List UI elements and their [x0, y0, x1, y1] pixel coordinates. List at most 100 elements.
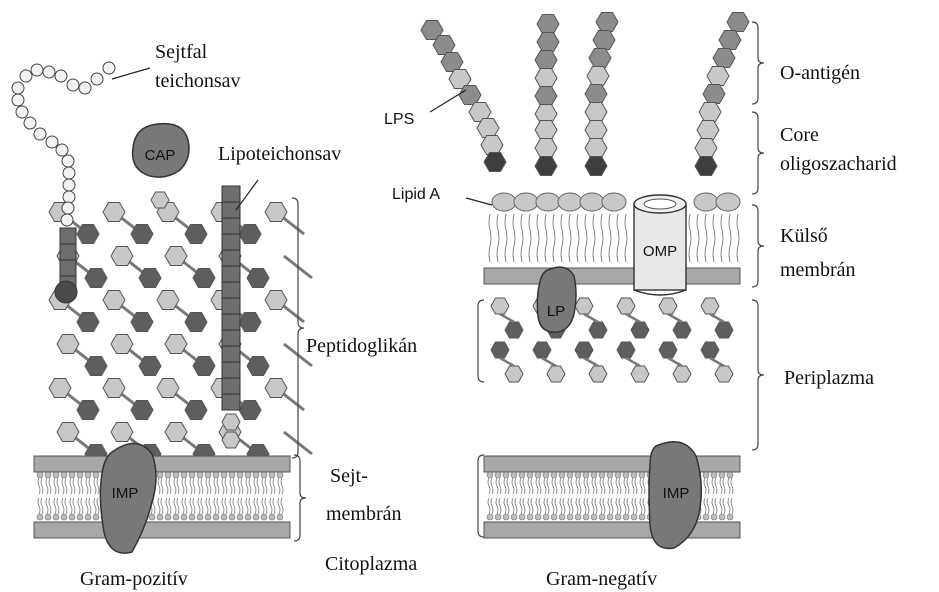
lipid: [591, 472, 597, 520]
lipoteichoic-segment: [222, 218, 240, 234]
periplasm-hexagon: [631, 322, 649, 338]
nam-hexagon: [165, 247, 187, 266]
lipid: [173, 472, 179, 520]
periplasm-hexagon: [547, 366, 565, 382]
periplasm-hexagon: [505, 366, 523, 382]
teichoic-bead: [79, 82, 91, 94]
lipid: [229, 472, 235, 520]
periplasm-link: [668, 314, 682, 322]
periplasm-hexagon: [505, 322, 523, 338]
lps-sugar: [707, 67, 729, 86]
lipid-tail: [577, 214, 579, 262]
lps-sugar: [441, 53, 463, 72]
nag-hexagon: [77, 401, 99, 420]
lps-sugar: [727, 13, 749, 32]
lipid: [527, 472, 533, 520]
lipid-a-head: [492, 193, 516, 211]
wall-teichoic-acid: [12, 62, 115, 303]
teichoic-bead: [24, 117, 36, 129]
lps-sugar: [585, 139, 607, 158]
lps-sugar: [699, 103, 721, 122]
lps-sugar: [535, 69, 557, 88]
lipoteichoic-anchor-hexagon: [222, 414, 240, 430]
nam-hexagon: [103, 203, 125, 222]
lipid: [639, 472, 645, 520]
periplasm-hexagon: [715, 366, 733, 382]
lipid: [727, 472, 733, 520]
nag-hexagon: [185, 313, 207, 332]
lipid-tail: [553, 214, 555, 262]
lipid: [53, 472, 59, 520]
lipid-a-head: [694, 193, 718, 211]
lipid: [503, 472, 509, 520]
lipid-tail: [617, 214, 619, 262]
nag-hexagon: [193, 269, 215, 288]
lipid: [711, 472, 717, 520]
nam-hexagon: [111, 423, 133, 442]
lipid: [93, 472, 99, 520]
gram-positive-cell-membrane: [34, 456, 290, 538]
teichoic-bead: [20, 70, 32, 82]
nag-hexagon: [77, 313, 99, 332]
periplasm-link: [584, 358, 598, 366]
lipid: [607, 472, 613, 520]
lipoteichoic-label: Lipoteichonsav: [218, 143, 341, 165]
nam-hexagon: [157, 379, 179, 398]
lipopolysaccharide-chains: [421, 13, 749, 176]
periplasm-hexagon: [715, 322, 733, 338]
lipid-tail: [505, 214, 507, 262]
lipid: [559, 472, 565, 520]
lipoteichoic-segment: [222, 330, 240, 346]
lipid-a-head: [536, 193, 560, 211]
lps-sugar: [585, 121, 607, 140]
lipid-tail: [601, 214, 603, 262]
nag-hexagon: [193, 357, 215, 376]
cap-label: CAP: [145, 147, 176, 164]
periplasm-hexagon: [575, 298, 593, 314]
lipoteichoic-segment: [222, 298, 240, 314]
lipid: [519, 472, 525, 520]
periplasm-hexagon: [673, 322, 691, 338]
periplasm-link: [542, 358, 556, 366]
teichoic-bead: [63, 167, 75, 179]
nam-hexagon: [265, 291, 287, 310]
lipid-tail: [737, 214, 739, 262]
periplasm-hexagon: [617, 342, 635, 358]
lipid-tail: [609, 214, 611, 262]
lipoteichoic-segment: [222, 378, 240, 394]
nam-hexagon: [103, 291, 125, 310]
nam-hexagon: [103, 379, 125, 398]
lipoteichoic-segment: [222, 282, 240, 298]
lipoteichoic-segment: [222, 202, 240, 218]
lipid: [269, 472, 275, 520]
teichoic-bead: [56, 144, 68, 156]
lipid-a-head: [580, 193, 604, 211]
lipoteichoic-anchor-hexagon: [222, 432, 240, 448]
lipid: [261, 472, 267, 520]
teichoic-bead: [16, 106, 28, 118]
teichoic-anchor-segment: [60, 260, 76, 276]
lps-sugar: [537, 15, 559, 34]
lipoteichoic-segment: [222, 234, 240, 250]
teichoic-bead: [61, 214, 73, 226]
lps-sugar: [585, 85, 607, 104]
o-antigen-label: O-antigén: [780, 62, 860, 84]
lps-sugar: [589, 49, 611, 68]
gram-negative-imp-label: IMP: [663, 485, 690, 502]
cap-protein: CAP: [133, 124, 189, 178]
periplasm-link: [626, 314, 640, 322]
teichoic-anchor-hexagon: [55, 281, 77, 303]
lps-sugar: [596, 13, 618, 32]
teichoic-bead: [12, 82, 24, 94]
lipid: [157, 472, 163, 520]
omp-protein: OMP: [634, 195, 686, 295]
nag-hexagon: [239, 401, 261, 420]
lipoteichoic-segment: [222, 346, 240, 362]
lipoteichoic-segment: [222, 314, 240, 330]
lps-sugar: [719, 31, 741, 50]
lipid-tail: [569, 214, 571, 262]
periplasm-hexagon: [673, 366, 691, 382]
lipid-tail: [513, 214, 515, 262]
cell-membrane-label-2: membrán: [326, 503, 402, 525]
teichoic-bead: [62, 155, 74, 167]
